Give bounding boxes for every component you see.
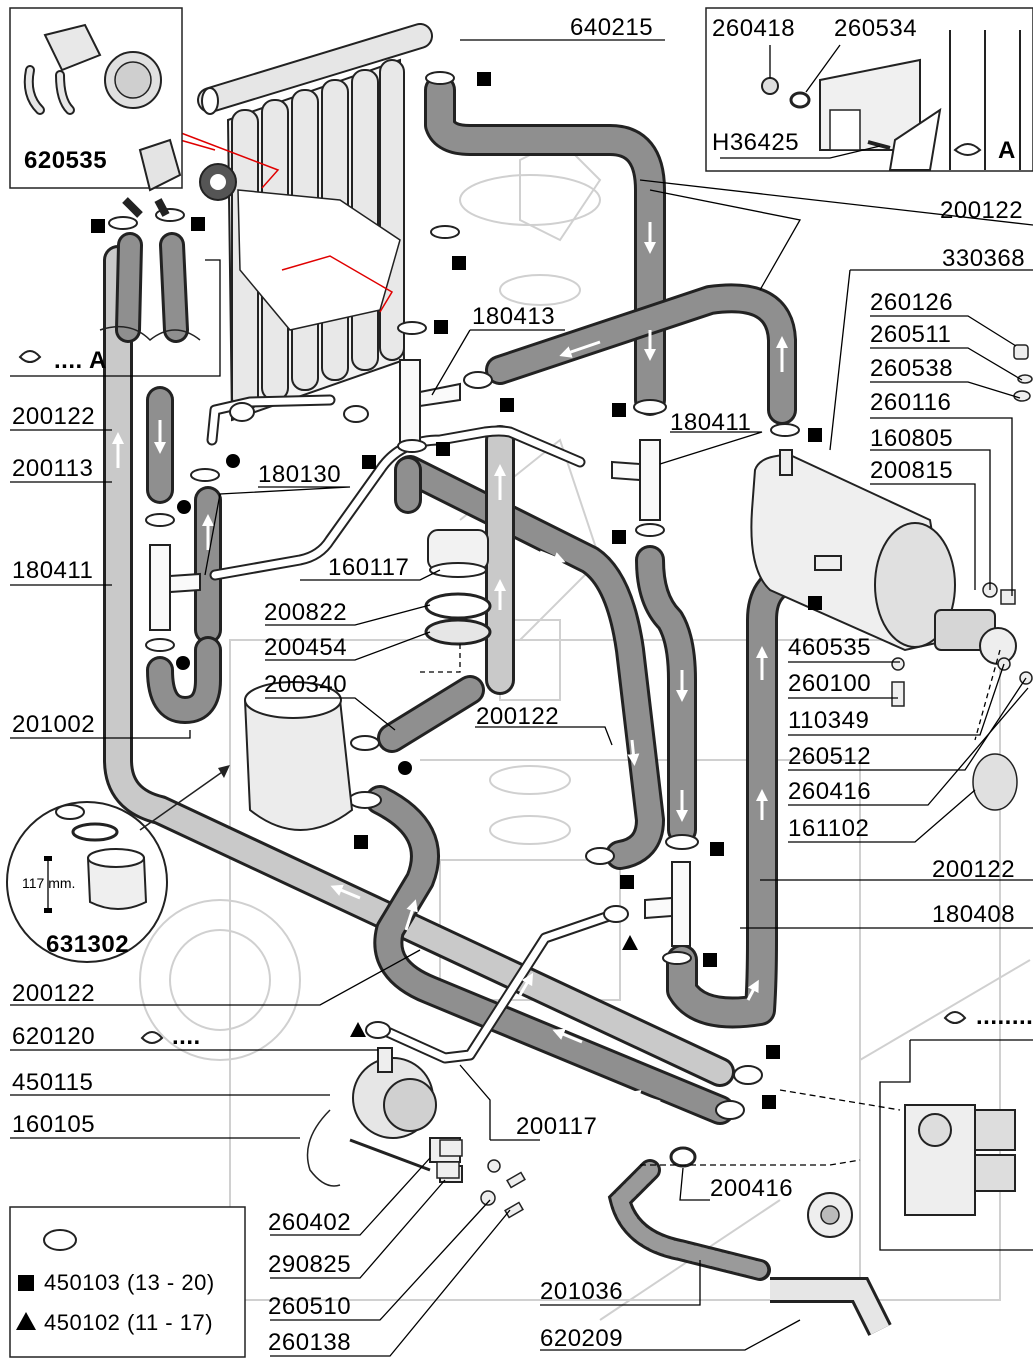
square-marker-icon — [18, 1275, 34, 1291]
label-200340: 200340 — [264, 671, 347, 698]
label-260510: 260510 — [268, 1293, 351, 1320]
view-a-left: .... A — [10, 259, 221, 377]
label-201036: 201036 — [540, 1278, 623, 1305]
label-260402: 260402 — [268, 1209, 351, 1236]
legend-square-clamp: 450103 (13 - 20) — [44, 1270, 215, 1295]
boiler-tank — [750, 449, 1017, 665]
part-labels: 640215 200122 330368 260126 260511 26053… — [12, 14, 1025, 1356]
label-260126: 260126 — [870, 289, 953, 316]
label-180130: 180130 — [258, 461, 341, 488]
label-160117: 160117 — [328, 554, 409, 581]
label-260512: 260512 — [788, 743, 871, 770]
label-200822: 200822 — [264, 599, 347, 626]
label-h36425: H36425 — [712, 129, 799, 156]
detail-lines-red — [167, 127, 394, 313]
flow-arrows — [112, 112, 788, 1104]
label-620535: 620535 — [24, 147, 107, 174]
elbow-fitting-620535 — [122, 138, 237, 218]
reservoir-parts — [243, 529, 492, 831]
label-450115: 450115 — [12, 1069, 93, 1096]
eye-icon — [140, 1031, 164, 1044]
label-620209: 620209 — [540, 1325, 623, 1352]
label-260538: 260538 — [870, 355, 953, 382]
label-view-dots-a: .... — [172, 1023, 201, 1050]
leader-lines — [10, 39, 1033, 1357]
label-260138: 260138 — [268, 1329, 351, 1356]
label-180411-left: 180411 — [12, 557, 93, 584]
label-161102: 161102 — [788, 815, 869, 842]
label-260416: 260416 — [788, 778, 871, 805]
small-fittings-bottom — [436, 1139, 526, 1219]
label-260534: 260534 — [834, 15, 917, 42]
label-200416: 200416 — [710, 1175, 793, 1202]
clamp-markers-circle — [176, 454, 412, 775]
label-180408: 180408 — [932, 901, 1015, 928]
label-200113: 200113 — [12, 455, 93, 482]
dimension-117mm: 117 mm. — [22, 875, 75, 891]
label-260511: 260511 — [870, 321, 951, 348]
clamp-icon — [43, 1229, 77, 1251]
label-180413: 180413 — [472, 303, 555, 330]
view-markers: .... ........ — [140, 1003, 1033, 1050]
label-460535: 460535 — [788, 634, 871, 661]
label-640215: 640215 — [570, 14, 653, 41]
label-200454: 200454 — [264, 634, 347, 661]
label-200122-mid: 200122 — [476, 703, 559, 730]
eye-icon — [943, 1011, 967, 1024]
label-180411-right: 180411 — [670, 409, 751, 436]
label-view-dots-b: ........ — [976, 1003, 1033, 1030]
radiator-heat-exchanger — [197, 23, 433, 422]
clamp-legend: 450103 (13 - 20) 450102 (11 - 17) — [9, 1206, 246, 1358]
label-view-a-top: A — [998, 137, 1016, 164]
label-200815: 200815 — [870, 457, 953, 484]
solenoid-valve — [807, 1104, 1016, 1238]
label-330368: 330368 — [942, 245, 1025, 272]
label-201002: 201002 — [12, 711, 95, 738]
clamp-markers-triangle — [350, 935, 638, 1037]
sensor-wire-160105 — [306, 1109, 341, 1187]
eye-icon — [18, 350, 42, 363]
legend-triangle-clamp: 450102 (11 - 17) — [44, 1310, 213, 1335]
label-260116: 260116 — [870, 389, 951, 416]
label-620120: 620120 — [12, 1023, 95, 1050]
hoses — [103, 74, 806, 1125]
label-200122-right: 200122 — [932, 856, 1015, 883]
clamp-markers-square — [91, 72, 822, 1109]
label-200122-left: 200122 — [12, 403, 95, 430]
label-260100: 260100 — [788, 670, 871, 697]
label-160805: 160805 — [870, 425, 953, 452]
triangle-marker-icon — [16, 1312, 36, 1330]
label-260418: 260418 — [712, 15, 795, 42]
label-110349: 110349 — [788, 707, 869, 734]
pump-620120 — [349, 1047, 463, 1183]
label-631302: 631302 — [46, 931, 129, 958]
detail-circle-631302: 117 mm. 631302 — [6, 765, 230, 963]
eye-icon — [953, 143, 982, 156]
label-290825: 290825 — [268, 1251, 351, 1278]
label-200117: 200117 — [516, 1113, 597, 1140]
label-view-a-left: .... A — [54, 347, 107, 374]
label-160105: 160105 — [12, 1111, 95, 1138]
detail-box-view-a: 260418 260534 H36425 A — [705, 7, 1033, 172]
tee-fittings — [149, 359, 691, 947]
label-200122-bottom: 200122 — [12, 980, 95, 1007]
label-200122-top: 200122 — [940, 197, 1023, 224]
flex-hose-201036 — [607, 1146, 892, 1336]
